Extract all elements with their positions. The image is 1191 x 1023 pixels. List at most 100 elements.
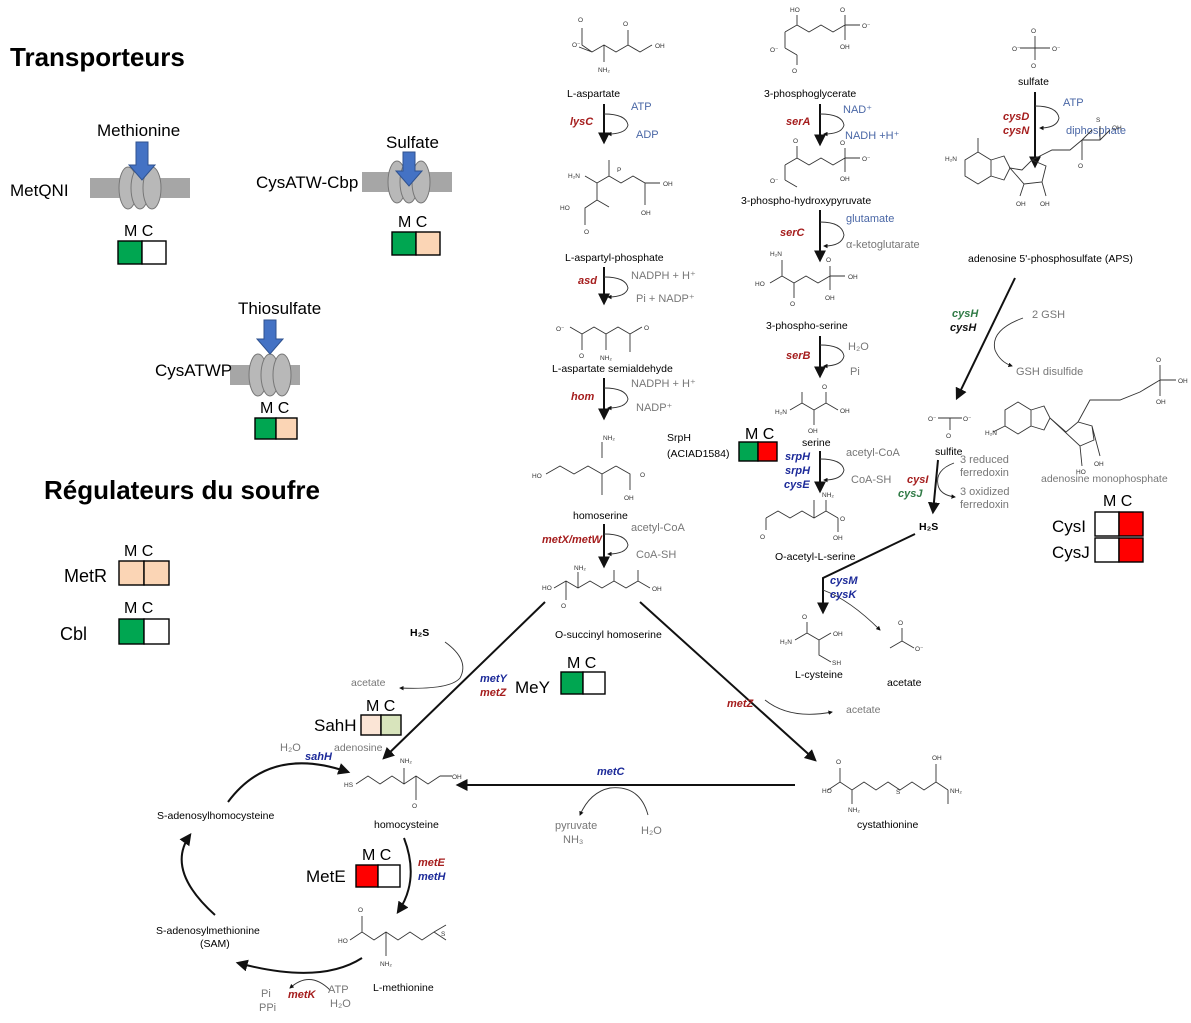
svg-text:OH: OH <box>840 44 850 51</box>
mc-cell-m <box>391 231 417 256</box>
mc-header: M C <box>124 223 153 240</box>
mc-cell-m <box>254 417 277 440</box>
svg-text:OH: OH <box>641 210 651 217</box>
svg-text:OH: OH <box>624 495 634 502</box>
cofactor-h2o: H₂O <box>848 341 869 353</box>
enzyme-metz: metZ <box>480 687 508 699</box>
mc-cell-c <box>143 560 170 586</box>
side-arrow <box>993 317 1024 367</box>
svg-text:HO: HO <box>755 281 765 288</box>
svg-text:O: O <box>826 257 831 264</box>
svg-text:OH: OH <box>1178 378 1188 385</box>
svg-text:O: O <box>1156 357 1161 364</box>
expression-box-sahh: M C SahH <box>314 698 402 736</box>
expression-box-mete: M C MetE <box>306 847 401 888</box>
metabolite-l-cysteine: L-cysteine <box>795 669 843 681</box>
side-arrow <box>819 113 845 137</box>
side-arrow <box>289 979 331 991</box>
mc-header: M C <box>366 698 395 715</box>
metabolite-homoserine: homoserine <box>573 510 628 522</box>
svg-text:O: O <box>836 759 841 766</box>
expression-box-mey: M C MeY <box>515 655 606 697</box>
svg-text:H₂N: H₂N <box>985 430 997 437</box>
metabolite-o-succinyl-homoserine: O-succinyl homoserine <box>555 629 662 641</box>
enzyme-asd: asd <box>578 275 597 287</box>
cofactor-pi-nadp: Pi + NADP⁺ <box>636 293 695 305</box>
mc-cell-c <box>143 618 170 645</box>
structure-acetate: O⁻ O <box>889 620 924 653</box>
regulator-cbl: M C Cbl <box>60 600 170 645</box>
svg-text:S: S <box>896 789 901 796</box>
side-arrow <box>603 276 629 300</box>
cofactor-atp: ATP <box>328 984 349 996</box>
cofactor-nadph: NADPH + H⁺ <box>631 270 696 282</box>
import-arrow-icon <box>255 319 285 355</box>
svg-text:HO: HO <box>1076 469 1086 476</box>
metabolite-aspartate: L-aspartate <box>567 88 620 100</box>
cofactor-ferredoxin-oxidized: 3 oxidized <box>960 486 1010 498</box>
svg-text:OH: OH <box>1040 201 1050 208</box>
svg-text:OH: OH <box>833 535 843 542</box>
svg-text:NH₂: NH₂ <box>603 435 615 442</box>
cofactor-nadh: NADH +H⁺ <box>845 130 900 142</box>
svg-text:O: O <box>898 620 903 627</box>
cofactor-ferredoxin-oxidized: ferredoxin <box>960 499 1009 511</box>
cofactor-h2o: H₂O <box>280 742 301 754</box>
metabolite-phospho-hydroxypyruvate: 3-phospho-hydroxypyruvate <box>741 195 871 207</box>
mc-header: M C <box>260 400 289 417</box>
svg-text:O⁻: O⁻ <box>862 156 871 163</box>
svg-text:O: O <box>1031 28 1036 35</box>
enzyme-cysd: cysD <box>1003 111 1029 123</box>
metabolite-3-phosphoglycerate: 3-phosphoglycerate <box>764 88 856 100</box>
svg-text:OH: OH <box>1156 399 1166 406</box>
metabolite-sam: S-adenosylmethionine <box>156 925 260 937</box>
cofactor-nadph: NADPH + H⁺ <box>631 378 696 390</box>
cofactor-atp: ATP <box>631 101 652 113</box>
enzyme-srph: srpH <box>785 451 811 463</box>
cofactor-nh3: NH₃ <box>563 834 583 846</box>
svg-text:OH: OH <box>1016 201 1026 208</box>
metabolite-acetate: acetate <box>351 677 386 689</box>
metabolite-sulfite: sulfite <box>935 446 963 458</box>
side-arrow <box>764 699 833 715</box>
mc-cell-m <box>738 441 759 462</box>
svg-text:O: O <box>584 229 589 236</box>
enzyme-serc: serC <box>780 227 806 239</box>
svg-text:O⁻: O⁻ <box>915 646 924 653</box>
mc-cell-m <box>1094 511 1120 537</box>
transporter-name: CysATWP <box>155 361 232 380</box>
svg-text:OH: OH <box>663 181 673 188</box>
metabolite-sah: S-adenosylhomocysteine <box>157 810 274 822</box>
enzyme-sera: serA <box>786 116 811 128</box>
metk-arrow <box>235 957 363 974</box>
cofactor-diphosphate: diphosphate <box>1066 125 1126 137</box>
svg-text:OH: OH <box>655 43 665 50</box>
svg-text:NH₂: NH₂ <box>600 355 612 362</box>
svg-text:O⁻: O⁻ <box>556 326 565 333</box>
reaction-arrow <box>955 277 1016 401</box>
mc-header: M C <box>362 847 391 864</box>
srph-label-id: (ACIAD1584) <box>667 448 729 460</box>
enzyme-cysh: cysH <box>952 308 979 320</box>
svg-text:OH: OH <box>840 176 850 183</box>
side-arrow <box>603 387 629 411</box>
cofactor-acetyl-coa: acetyl-CoA <box>631 522 685 534</box>
svg-text:O⁻: O⁻ <box>963 416 972 423</box>
svg-text:OH: OH <box>1112 125 1122 132</box>
import-arrow-icon <box>127 141 157 181</box>
enzyme-lysc: lysC <box>570 116 594 128</box>
svg-text:O: O <box>358 907 363 914</box>
svg-text:OH: OH <box>825 295 835 302</box>
direct-sulfhydrylation-arrow <box>382 601 546 760</box>
svg-text:H₂N: H₂N <box>775 409 787 416</box>
cofactor-atp: ATP <box>1063 97 1084 109</box>
enzyme-metk: metK <box>288 989 317 1001</box>
transporters-title: Transporteurs <box>10 42 185 72</box>
cofactor-coa-sh: CoA-SH <box>636 549 676 561</box>
enzyme-cysm: cysM <box>830 575 858 587</box>
